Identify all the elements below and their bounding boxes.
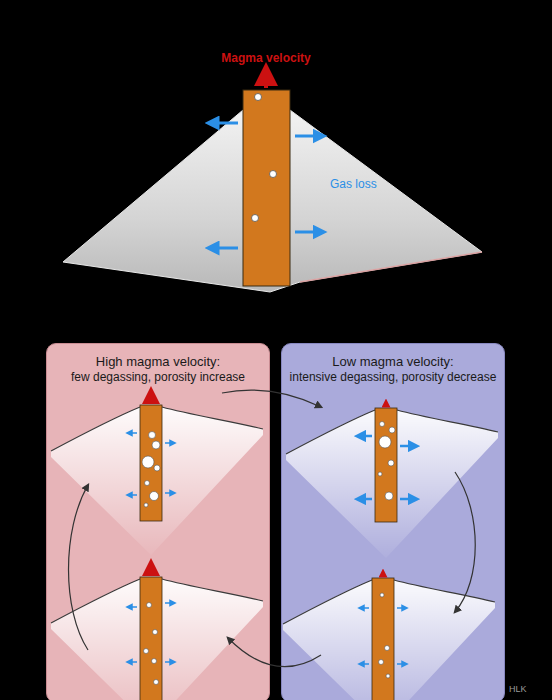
panel-heading: Low magma velocity: — [282, 344, 504, 369]
panel-body: few degassing, porosity increase — [47, 369, 269, 384]
cycle-arrow — [455, 472, 475, 612]
velocity-label: Magma velocity — [221, 51, 310, 65]
cycle-connector — [228, 638, 321, 667]
cycle-arrow — [69, 485, 89, 650]
velocity-arrow — [264, 74, 268, 88]
gas-loss-label: Gas loss — [330, 177, 377, 191]
mini-volcano — [51, 395, 263, 555]
mini-volcano — [51, 567, 263, 700]
panel-heading: High magma velocity: — [47, 344, 269, 369]
cycle-connector — [222, 390, 321, 407]
magma-conduit — [243, 90, 290, 286]
gas-arrows — [212, 123, 320, 248]
author-watermark: HLK — [509, 684, 527, 694]
mini-volcano — [286, 403, 498, 558]
panel-body: intensive degassing, porosity decrease — [282, 369, 504, 384]
mini-volcano — [283, 573, 495, 700]
